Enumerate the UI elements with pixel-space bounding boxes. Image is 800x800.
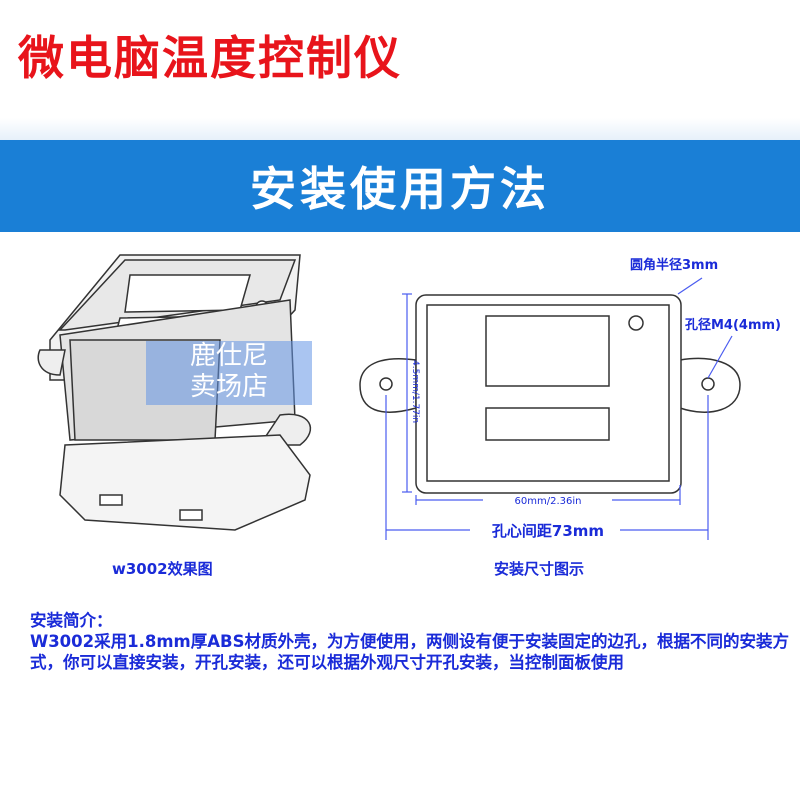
dimension-drawing: 4.5mm/1.77in 60mm/2.36in 孔心间距73mm 圆角半径3m…	[359, 257, 781, 540]
indicator-hole	[628, 315, 644, 331]
right-caption: 安装尺寸图示	[494, 560, 585, 578]
banner-title: 安装使用方法	[250, 162, 550, 216]
page-title: 微电脑温度控制仪	[18, 31, 402, 85]
section-banner: 安装使用方法	[0, 140, 800, 232]
hole-diameter-label: 孔径M4(4mm)	[685, 317, 781, 333]
left-mount-hole	[379, 377, 393, 391]
right-mount-hole	[701, 377, 715, 391]
watermark: 鹿仕尼卖场店	[146, 341, 312, 405]
display-lower	[485, 407, 610, 441]
description-body: W3002采用1.8mm厚ABS材质外壳，为方便使用，两侧设有便于安装固定的边孔…	[30, 632, 789, 672]
hole-spacing-label: 孔心间距73mm	[492, 522, 604, 540]
display-upper	[485, 315, 610, 387]
description-heading: 安装简介：	[30, 611, 113, 630]
width-label: 60mm/2.36in	[515, 496, 582, 507]
height-label: 4.5mm/1.77in	[410, 360, 420, 423]
left-caption: w3002效果图	[112, 560, 213, 578]
description: 安装简介： W3002采用1.8mm厚ABS材质外壳，为方便使用，两侧设有便于安…	[30, 610, 790, 673]
banner-gradient	[0, 118, 800, 140]
corner-radius-label: 圆角半径3mm	[630, 257, 718, 273]
